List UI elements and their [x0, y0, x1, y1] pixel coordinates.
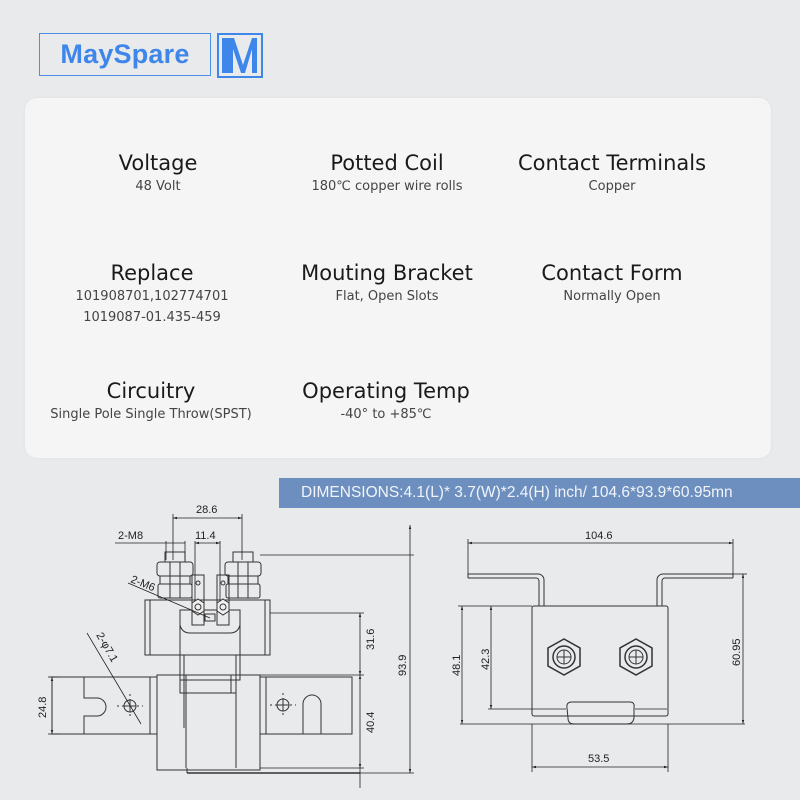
brand-m-icon	[217, 33, 263, 78]
front-view-drawing	[51, 551, 360, 774]
side-body	[531, 605, 669, 717]
spec-value: Normally Open	[563, 289, 661, 304]
dim-label-hole: 2-φ7.1	[93, 631, 120, 665]
spec-value: Single Pole Single Throw(SPST)	[50, 407, 252, 422]
front-view-dimensions	[48, 514, 414, 788]
dim-label-2-m8: 2-M8	[118, 530, 143, 542]
spec-value: Copper	[588, 179, 636, 194]
dim-label-60-95: 60.95	[731, 638, 743, 666]
terminal-right	[224, 551, 262, 599]
technical-drawings: 28.6 11.4 2-M8 2-M6 2-φ7.1 24.8 31.6 40.…	[37, 504, 747, 788]
spec-title: Circuitry	[106, 379, 196, 403]
spec-title: Mouting Bracket	[301, 261, 473, 285]
spec-voltage: Voltage 48 Volt	[38, 150, 278, 197]
spec-contact-terminals: Contact Terminals Copper	[492, 150, 732, 197]
dim-label-53-5: 53.5	[588, 753, 609, 765]
dim-label-93-9: 93.9	[397, 655, 409, 676]
spec-value: -40° to +85℃	[340, 407, 432, 422]
spec-title: Voltage	[118, 151, 198, 175]
spec-circuitry: Circuitry Single Pole Single Throw(SPST)	[31, 378, 271, 425]
dim-label-40-4: 40.4	[365, 712, 377, 733]
brand-name-box: MaySpare	[39, 33, 211, 76]
brand-logo: MaySpare	[39, 33, 263, 79]
upper-body	[144, 599, 271, 656]
dim-label-31-6: 31.6	[365, 629, 377, 650]
mounting-hole-right	[270, 693, 296, 717]
spec-title: Contact Form	[541, 261, 683, 285]
dimensions-banner: DIMENSIONS:4.1(L)* 3.7(W)*2.4(H) inch/ 1…	[279, 478, 800, 508]
dim-label-11-4: 11.4	[195, 530, 216, 542]
spec-contact-form: Contact Form Normally Open	[492, 260, 732, 307]
spec-value: 1019087-01.435-459	[83, 310, 221, 325]
spec-potted-coil: Potted Coil 180℃ copper wire rolls	[267, 150, 507, 197]
left-bracket	[51, 676, 158, 735]
spec-value: 48 Volt	[135, 179, 181, 194]
dim-label-48-1: 48.1	[451, 655, 463, 676]
spec-title: Operating Temp	[302, 379, 470, 403]
lower-body	[156, 674, 261, 771]
dim-label-42-3: 42.3	[480, 649, 492, 670]
spec-title: Contact Terminals	[517, 151, 707, 175]
spec-mounting-bracket: Mouting Bracket Flat, Open Slots	[267, 260, 507, 307]
spec-operating-temp: Operating Temp -40° to +85℃	[266, 378, 506, 425]
brand-name: MaySpare	[60, 39, 190, 69]
spec-title: Potted Coil	[330, 151, 444, 175]
spec-replace: Replace 101908701,102774701 1019087-01.4…	[32, 260, 272, 328]
dim-label-24-8: 24.8	[37, 697, 49, 718]
dim-label-104-6: 104.6	[585, 530, 613, 542]
spec-value: Flat, Open Slots	[335, 289, 439, 304]
spec-title: Replace	[110, 261, 194, 285]
spec-value: 180℃ copper wire rolls	[311, 179, 463, 194]
hex-nut-left	[547, 638, 581, 676]
front-view-labels: 28.6 11.4 2-M8 2-M6 2-φ7.1 24.8 31.6 40.…	[37, 504, 409, 733]
side-view-dimensions	[458, 539, 747, 772]
hex-nut-right	[619, 638, 653, 676]
right-bracket	[259, 676, 353, 735]
side-view-labels: 104.6 53.5 48.1 42.3 60.95	[451, 530, 743, 765]
side-view-drawing	[467, 573, 734, 725]
spec-card: Voltage 48 Volt Potted Coil 180℃ copper …	[25, 98, 771, 458]
dim-label-28-6: 28.6	[196, 504, 217, 516]
terminal-left	[156, 551, 194, 599]
dim-label-2-m6: 2-M6	[129, 574, 157, 595]
side-bottom-foot	[566, 701, 635, 725]
spec-value: 101908701,102774701	[75, 289, 229, 304]
